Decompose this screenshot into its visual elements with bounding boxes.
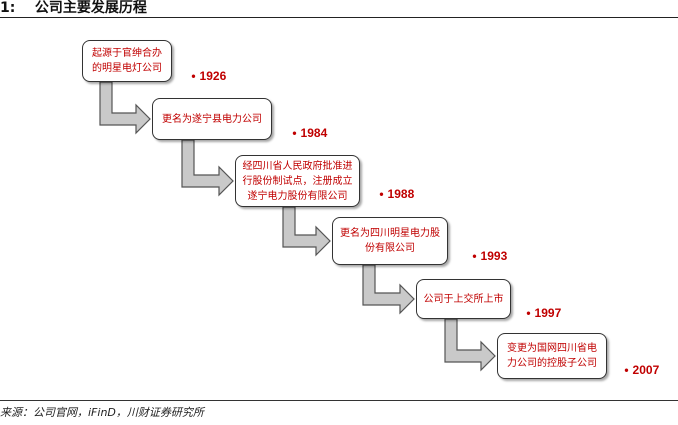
connector-arrow [444,318,496,372]
connector-arrow [99,81,151,135]
year-bullet: • [292,126,297,140]
step-text: 更名为四川明星电力股份有限公司 [340,228,440,254]
year-label: 1997 [534,306,562,320]
title-rule [0,17,678,18]
source-note: 来源：公司官网，iFinD，川财证券研究所 [0,406,204,419]
year-label: 1993 [480,249,508,263]
timeline-step-box: 更名为遂宁县电力公司 [152,98,272,140]
step-text: 起源于官绅合办的明星电灯公司 [92,48,162,74]
timeline-step-box: 经四川省人民政府批准进行股份制试点，注册成立遂宁电力股份有限公司 [235,155,360,207]
year-bullet: • [624,363,629,377]
connector-arrow [181,139,234,197]
year-bullet: • [526,306,531,320]
year-label: 2007 [632,363,660,377]
step-text: 更名为遂宁县电力公司 [162,113,262,125]
year-bullet: • [191,69,196,83]
figure-header: 1: 公司主要发展历程 [0,0,678,18]
year-label: 1984 [300,126,328,140]
year-label: 1988 [387,187,415,201]
timeline-step-box: 变更为国网四川省电力公司的控股子公司 [497,333,607,379]
year-bullet: • [379,187,384,201]
timeline-step-year: •1984 [279,112,327,154]
step-text: 公司于上交所上市 [423,293,504,305]
step-text: 经四川省人民政府批准进行股份制试点，注册成立遂宁电力股份有限公司 [242,160,353,202]
timeline-step-box: 公司于上交所上市 [416,279,511,319]
timeline-step-box: 更名为四川明星电力股份有限公司 [332,217,448,265]
figure-title: 1: 公司主要发展历程 [0,0,147,16]
source-rule [0,400,678,401]
connector-arrow [282,206,331,257]
step-text: 变更为国网四川省电力公司的控股子公司 [507,343,597,369]
year-bullet: • [472,249,477,263]
year-label: 1926 [199,69,227,83]
timeline-step-year: •1997 [513,292,561,334]
timeline-step-box: 起源于官绅合办的明星电灯公司 [82,40,172,82]
timeline-step-year: •1988 [366,173,414,215]
timeline-step-year: •1993 [459,235,507,277]
connector-arrow [362,264,415,315]
timeline-step-year: •1926 [178,55,226,97]
timeline-step-year: •2007 [611,349,659,391]
